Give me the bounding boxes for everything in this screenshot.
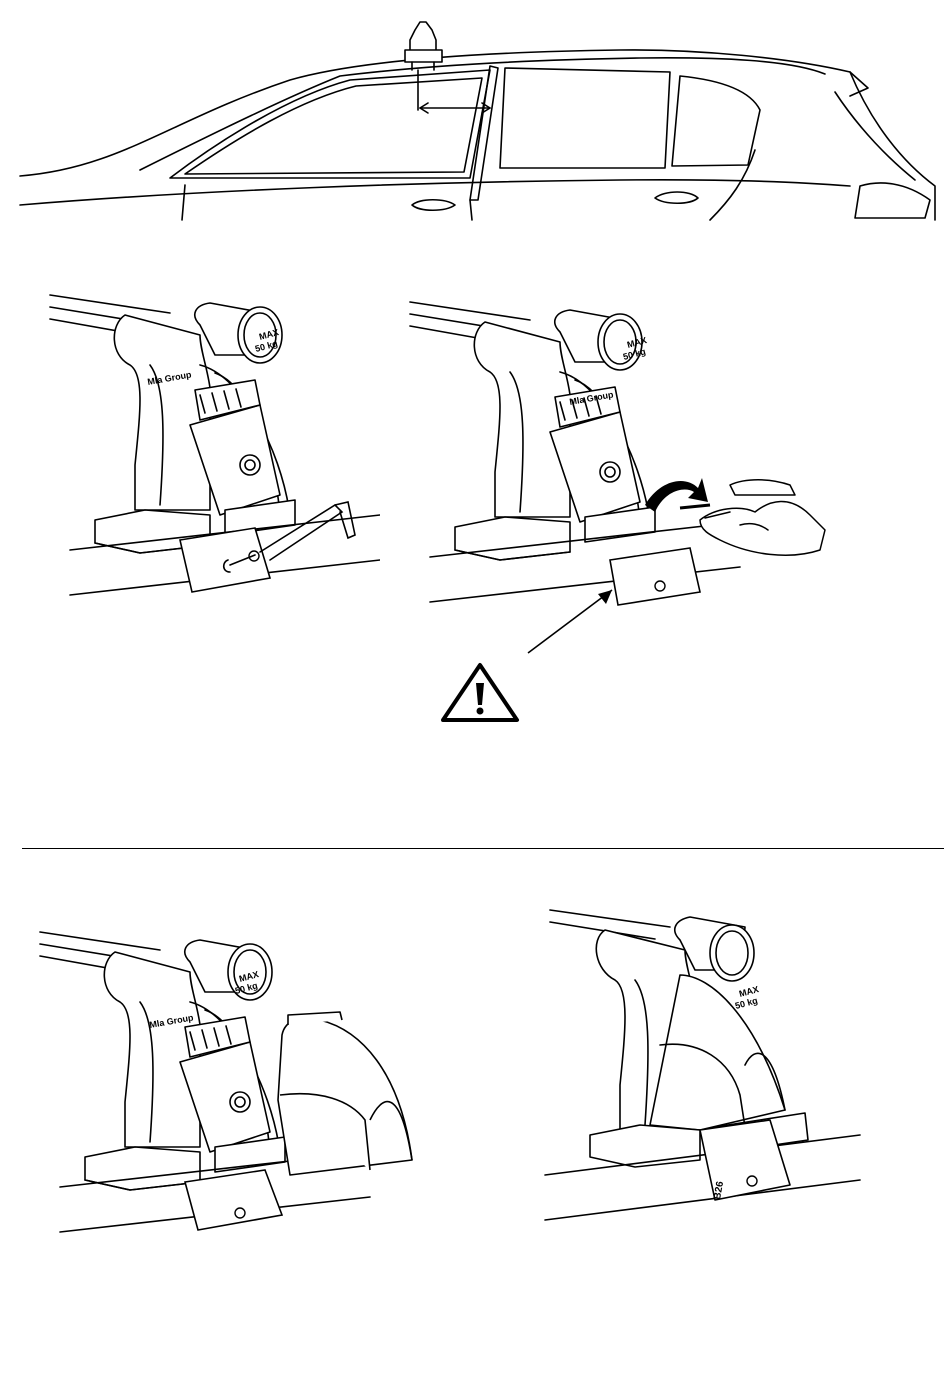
warning-callout	[430, 580, 630, 730]
car-side-view	[0, 0, 950, 230]
foot-step-attach-cover: MAX 50 kg Mla Group	[20, 920, 430, 1240]
section-divider	[22, 848, 944, 849]
foot-step-assembled: MAX 50 kg B26	[540, 905, 880, 1225]
hand-icon	[700, 480, 825, 555]
rack-foot-icon	[405, 22, 442, 70]
foot-cover-icon	[278, 1012, 412, 1175]
foot-step-tighten: MAX 50 kg Mla Group	[400, 290, 840, 630]
warning-triangle-icon	[443, 665, 517, 720]
cap-label-line2: 50 kg	[734, 995, 759, 1011]
foot-step-insert-key: MAX 50 kg Mla Group	[30, 290, 380, 630]
